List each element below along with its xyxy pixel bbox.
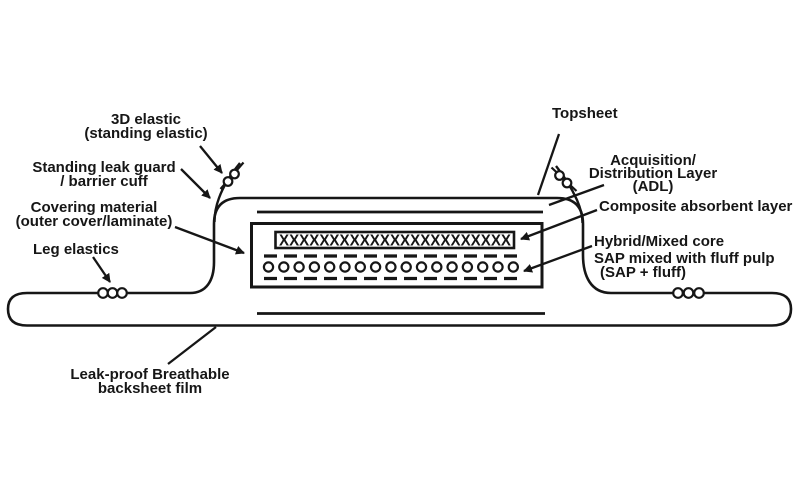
leader-topsheet [536, 133, 561, 196]
leader-3d-elastic [199, 145, 223, 174]
leader-lines [92, 133, 605, 365]
label-adl: Acquisition/ Distribution Layer (ADL) [588, 152, 718, 195]
leader-hybrid-sap [523, 244, 593, 273]
label-line: Distribution Layer [588, 164, 718, 182]
core-box [250, 222, 544, 289]
absorbent-bar [274, 230, 516, 250]
label-line: 3D elastic [110, 111, 182, 128]
absorbent-bar-hatch-pattern: XXXXXXXXXXXXXXXXXXXXXXX [279, 233, 511, 250]
label-line: (SAP + fluff) [600, 263, 686, 281]
label-line: (standing elastic) [84, 124, 208, 142]
leader-standing-leak-guard [180, 168, 211, 199]
label-line: Leg elastics [33, 241, 119, 258]
leg-elastics-left-icon [97, 287, 128, 299]
label-leg-elastics: Leg elastics [33, 241, 119, 258]
label-sap-fluff: SAP mixed with fluff pulp (SAP + fluff) [594, 250, 775, 281]
leader-leg-elastics [92, 256, 111, 283]
label-line: Leak-proof Breathable [70, 366, 230, 383]
sap-circle-row [262, 261, 519, 273]
label-3d-elastic: 3D elastic (standing elastic) [84, 111, 208, 142]
label-line: Composite absorbent layer [599, 198, 793, 215]
label-hybrid-mixed-core: Hybrid/Mixed core [594, 233, 725, 250]
label-line: Standing leak guard [32, 159, 176, 176]
label-backsheet: Leak-proof Breathable backsheet film [70, 366, 230, 397]
label-composite-absorbent-layer: Composite absorbent layer [599, 198, 793, 215]
leader-backsheet [167, 326, 217, 365]
leg-elastics-right-icon [672, 287, 705, 299]
label-line: (ADL) [632, 177, 674, 195]
label-line: Hybrid/Mixed core [594, 233, 725, 250]
label-line: / barrier cuff [60, 172, 148, 190]
label-line: Acquisition/ [610, 152, 696, 169]
label-line: (outer cover/laminate) [15, 212, 173, 230]
label-line: SAP mixed with fluff pulp [594, 250, 775, 267]
label-standing-leak-guard: Standing leak guard / barrier cuff [32, 159, 176, 190]
leader-covering-material [174, 225, 245, 255]
label-covering-material: Covering material (outer cover/laminate) [15, 199, 173, 230]
standing-cuff-left-icon [213, 161, 245, 223]
label-topsheet: Topsheet [552, 105, 618, 122]
label-line: Covering material [30, 199, 158, 216]
leader-composite-layer [520, 208, 598, 241]
label-line: backsheet film [97, 379, 203, 397]
leader-adl [548, 183, 605, 207]
label-line: Topsheet [552, 105, 618, 122]
